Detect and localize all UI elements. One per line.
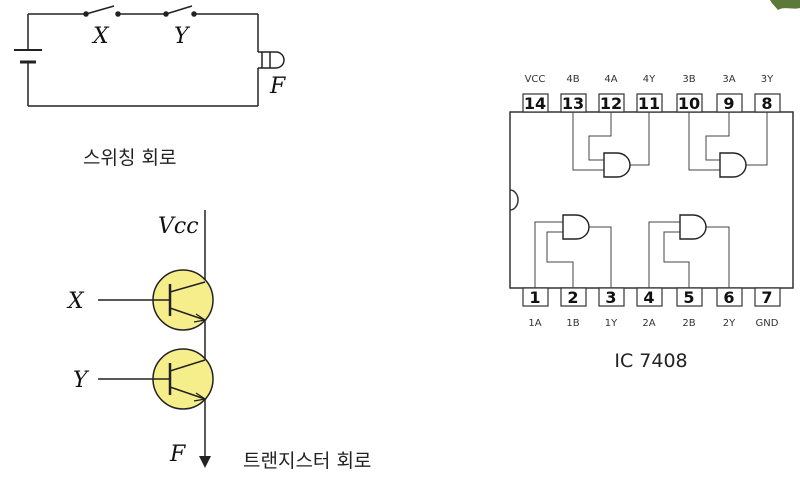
switch-x-lever	[85, 5, 115, 15]
ic-7408-package: 14 13 12 11 10 9 8 VCC 4B 4A 4Y 3B 3A 3Y…	[509, 74, 794, 329]
transistor-y-collector	[169, 359, 206, 372]
pin-name-3y: 3Y	[761, 74, 774, 85]
pin-name-4y: 4Y	[643, 74, 656, 85]
ic-bottom-pins	[522, 287, 781, 307]
pin-number-13: 13	[562, 94, 584, 113]
pin-number-2: 2	[567, 288, 578, 307]
pin-number-9: 9	[723, 94, 734, 113]
pin-name-2b: 2B	[682, 318, 695, 329]
pin-number-4: 4	[643, 288, 654, 307]
pin-name-3a: 3A	[722, 74, 735, 85]
and-gate-2-icon	[679, 214, 707, 240]
ic-and-gates	[562, 152, 747, 240]
and-gate-3-icon	[719, 152, 747, 178]
pin-number-10: 10	[678, 94, 700, 113]
pin-number-14: 14	[524, 94, 546, 113]
lamp-output-label: F	[269, 74, 286, 99]
pin-name-4b: 4B	[566, 74, 579, 85]
transistor-x-emitter	[169, 307, 206, 321]
pin-number-5: 5	[683, 288, 694, 307]
pin-name-4a: 4A	[604, 74, 617, 85]
input-x-label: X	[66, 289, 85, 314]
switch-x-label: X	[91, 24, 110, 49]
pin-name-3b: 3B	[682, 74, 695, 85]
pin-name-2y: 2Y	[723, 318, 736, 329]
switch-y-lever	[165, 5, 193, 15]
corner-decoration-icon	[770, 0, 800, 10]
ic-internal-wiring	[534, 112, 768, 288]
ic-notch	[509, 189, 519, 211]
ic-title: IC 7408	[614, 350, 687, 372]
transistor-y-emitter	[169, 386, 206, 400]
and-gate-4-icon	[603, 152, 631, 178]
switch-y-contact-right	[191, 11, 197, 17]
pin-name-1y: 1Y	[605, 318, 618, 329]
switch-x-contact-right	[115, 11, 121, 17]
and-gate-1-icon	[562, 214, 590, 240]
pin-name-gnd: GND	[756, 318, 779, 329]
pin-number-8: 8	[761, 94, 772, 113]
output-arrow-icon	[199, 456, 211, 468]
pin-number-6: 6	[723, 288, 734, 307]
switching-circuit	[14, 5, 285, 107]
pin-number-7: 7	[761, 288, 772, 307]
pin-name-1a: 1A	[528, 318, 541, 329]
transistor-circuit-caption: 트랜지스터 회로	[243, 450, 371, 472]
lamp-icon	[258, 51, 285, 69]
transistor-circuit	[98, 210, 214, 462]
pin-name-vcc: VCC	[525, 74, 546, 85]
input-y-label: Y	[73, 368, 90, 393]
pin-name-1b: 1B	[566, 318, 579, 329]
pin-number-1: 1	[529, 288, 540, 307]
vcc-label: Vcc	[158, 214, 199, 239]
switch-y-label: Y	[174, 24, 191, 49]
pin-14	[522, 93, 549, 113]
switching-circuit-caption: 스위칭 회로	[83, 147, 176, 169]
pin-number-12: 12	[600, 94, 622, 113]
pin-number-3: 3	[605, 288, 616, 307]
pin-7	[754, 287, 781, 307]
transistor-x-collector	[169, 281, 206, 293]
pin-number-11: 11	[638, 94, 660, 113]
transistor-output-label: F	[169, 442, 186, 467]
pin-name-2a: 2A	[642, 318, 655, 329]
